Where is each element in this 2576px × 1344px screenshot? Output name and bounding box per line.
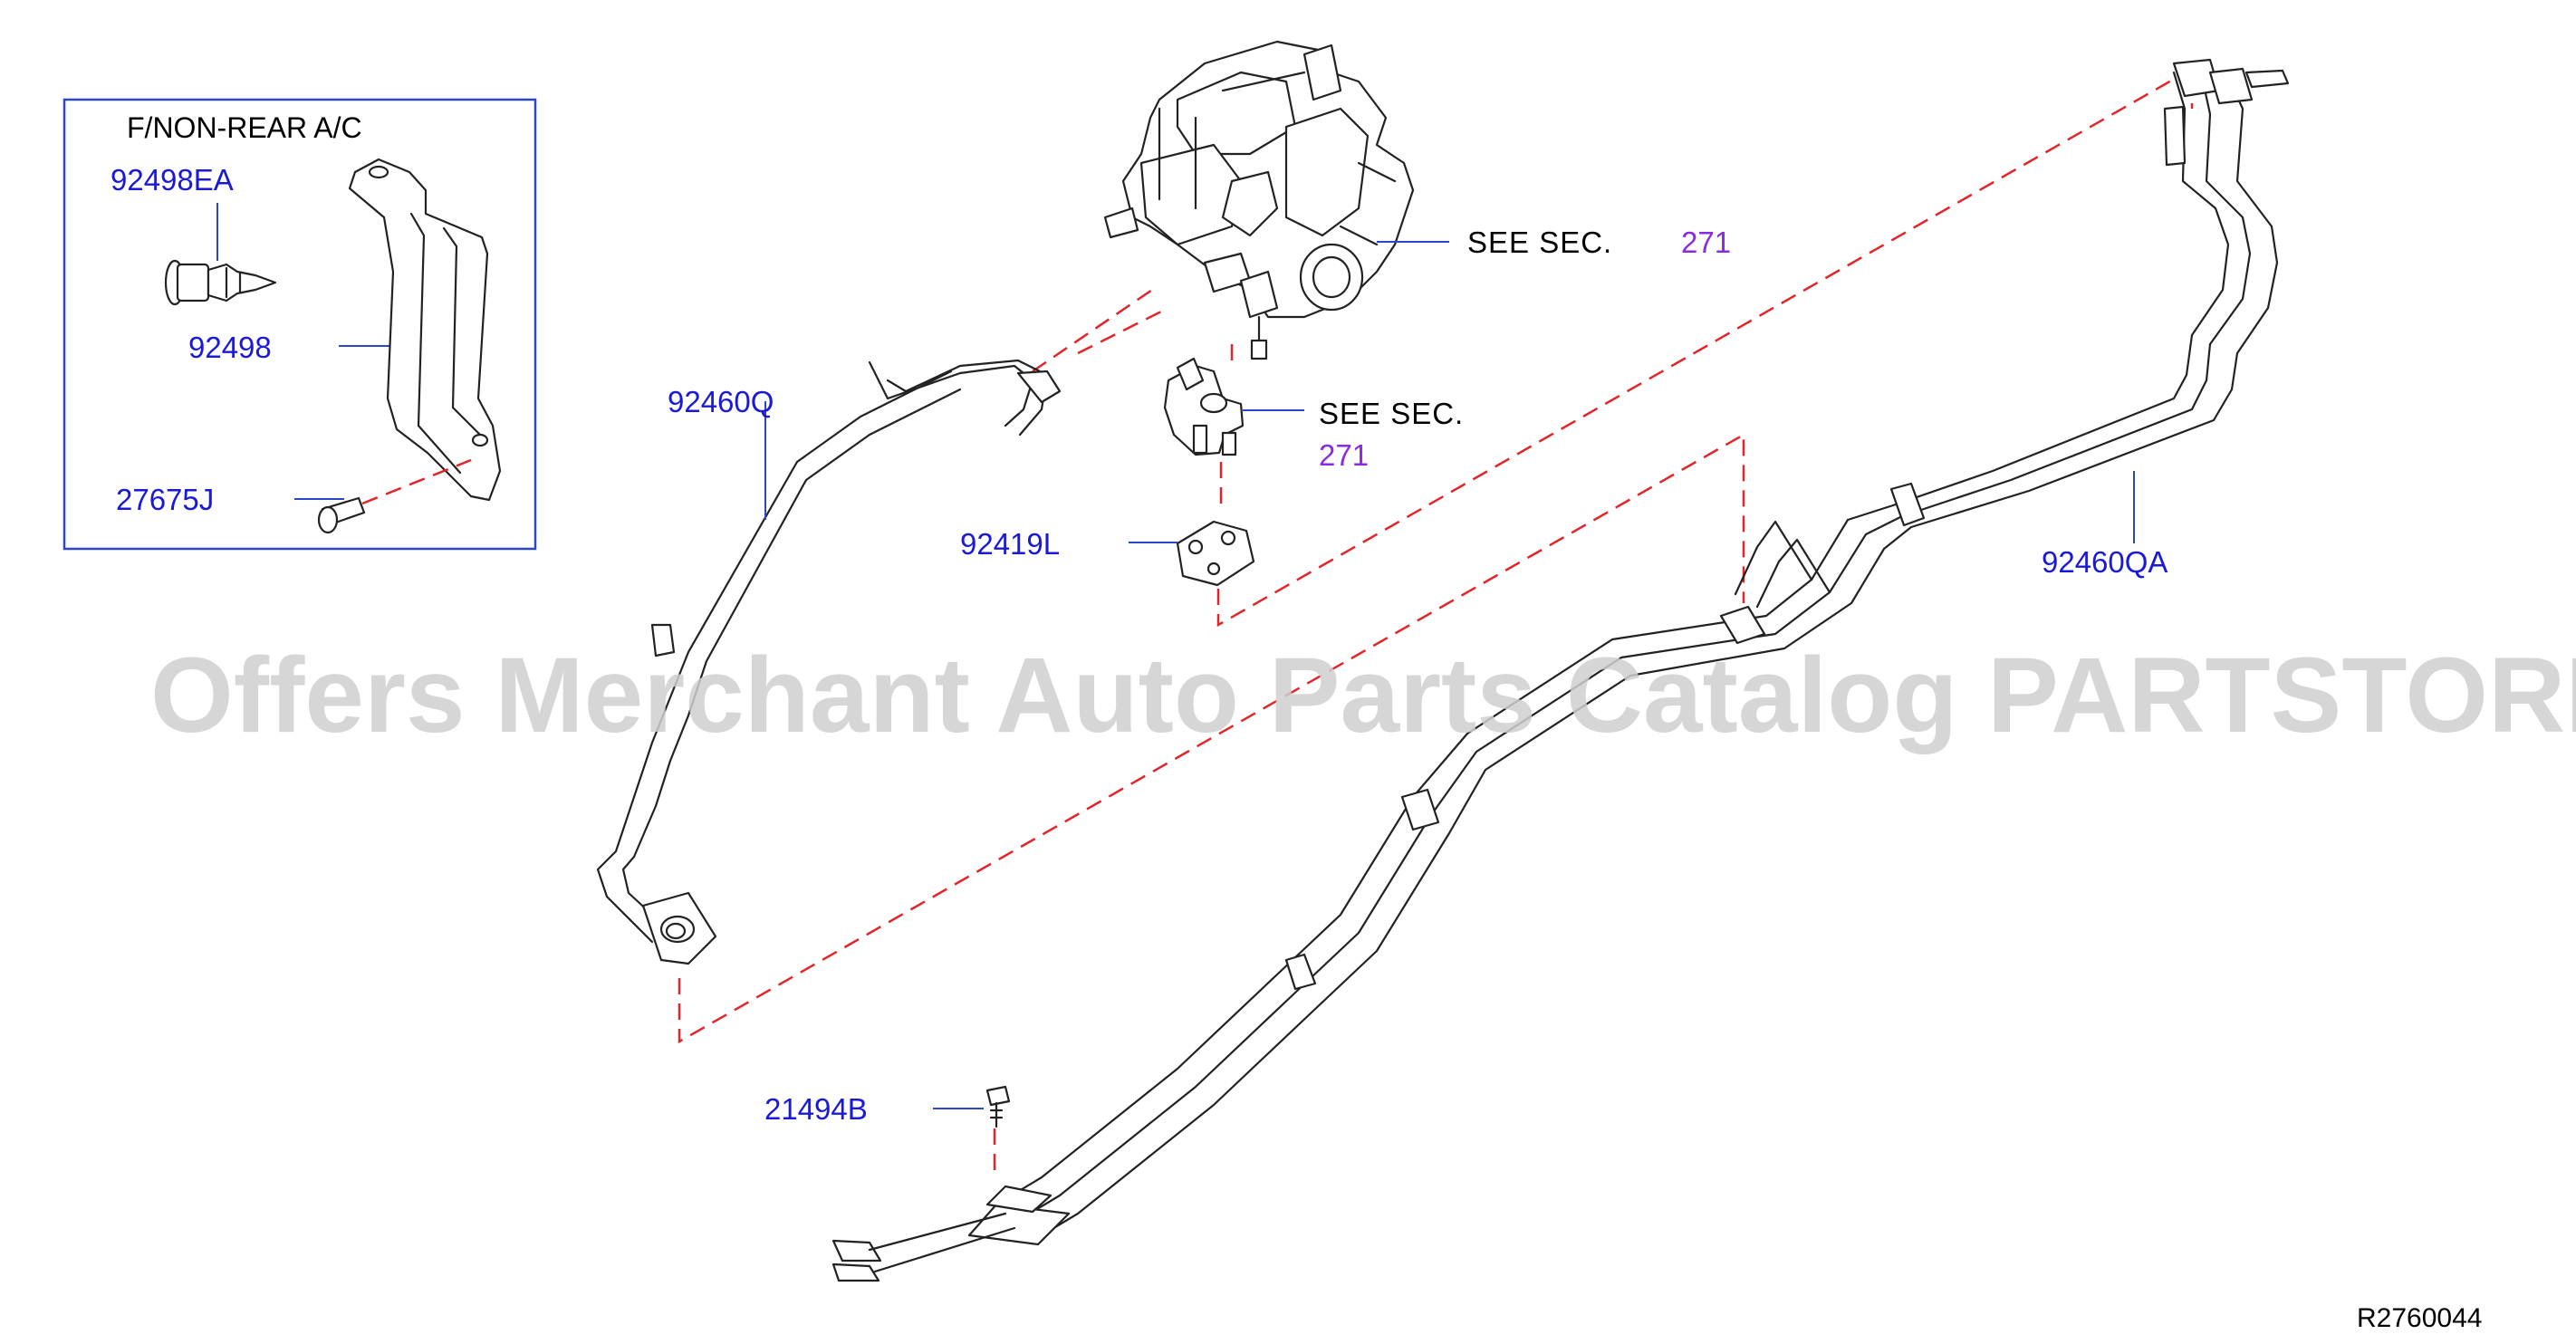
see-sec-label-1: SEE SEC. xyxy=(1467,226,1612,259)
callout-92498[interactable]: 92498 xyxy=(188,331,272,364)
bolt-21494B-icon xyxy=(985,1085,1011,1128)
callout-21494B[interactable]: 21494B xyxy=(764,1092,868,1126)
callout-92419L[interactable]: 92419L xyxy=(960,527,1060,561)
inset-panel: F/NON-REAR A/C 92498EA 92498 27675J xyxy=(62,98,537,551)
gasket-block xyxy=(1176,520,1255,587)
diagram-code: R2760044 xyxy=(2357,1303,2482,1333)
callout-92498EA[interactable]: 92498EA xyxy=(111,163,234,197)
push-clip-icon xyxy=(164,259,277,306)
bolt-icon xyxy=(317,496,366,534)
watermark-text: Offers Merchant Auto Parts Catalog PARTS… xyxy=(150,636,2576,755)
heater-unit xyxy=(1103,40,1415,360)
pipe-92460Q xyxy=(596,359,1062,965)
callout-92460QA[interactable]: 92460QA xyxy=(2042,545,2167,579)
callout-92460Q[interactable]: 92460Q xyxy=(668,385,774,418)
sec-number-271-a[interactable]: 271 xyxy=(1681,226,1731,259)
insulator-bracket xyxy=(348,158,502,502)
sec-number-271-b[interactable]: 271 xyxy=(1319,438,1369,472)
inset-title: F/NON-REAR A/C xyxy=(127,111,362,144)
callout-27675J[interactable]: 27675J xyxy=(116,483,214,516)
see-sec-label-2: SEE SEC. xyxy=(1319,397,1464,430)
expansion-valve xyxy=(1163,357,1245,456)
pipe-92460QA xyxy=(831,58,2290,1282)
